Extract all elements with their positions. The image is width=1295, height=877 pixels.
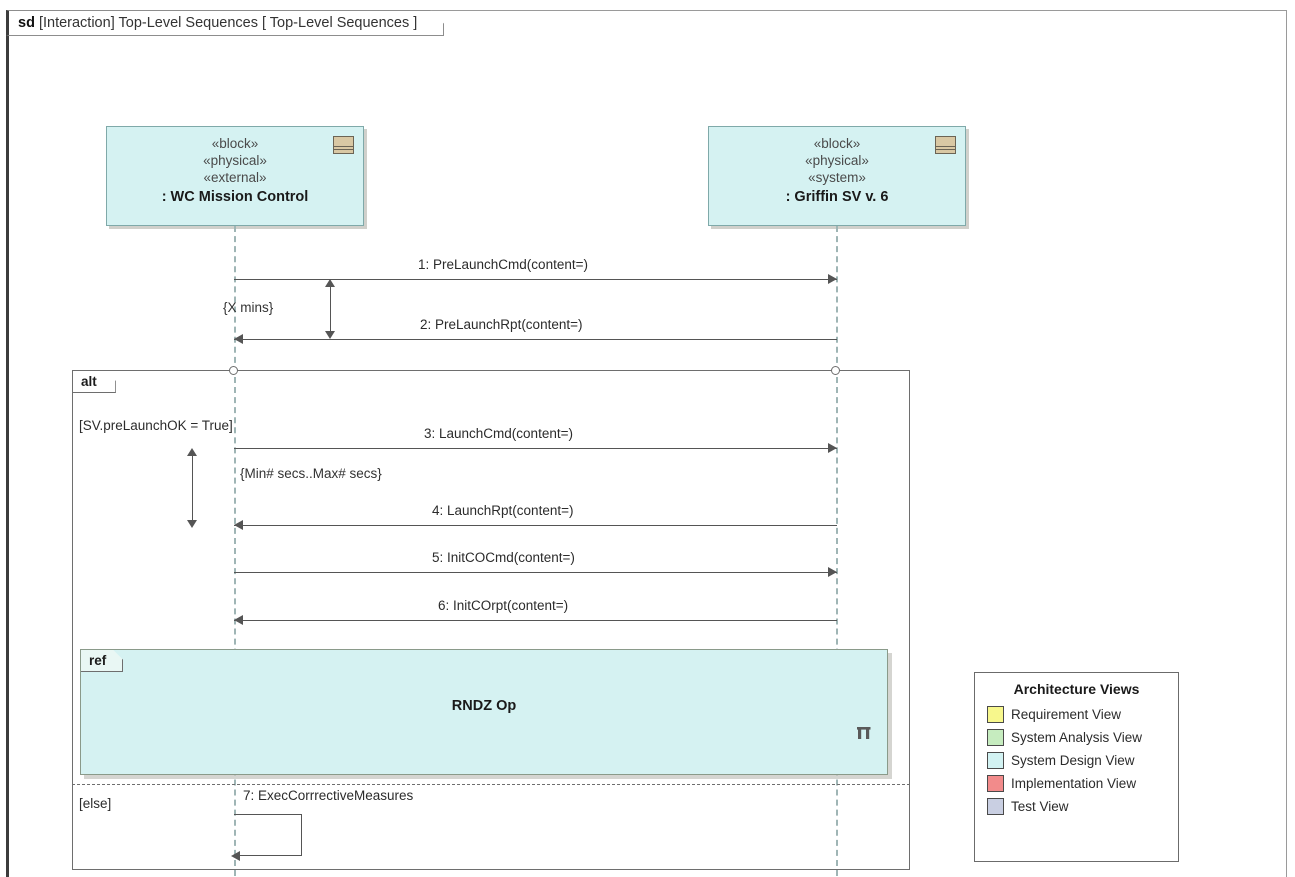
block-icon: [333, 136, 354, 154]
guard-condition-true: [SV.preLaunchOK = True]: [79, 418, 233, 433]
legend-item-requirement-view[interactable]: Requirement View: [987, 703, 1166, 726]
fragment-operator-ref: ref: [81, 650, 123, 672]
legend-architecture-views: Architecture Views Requirement View Syst…: [974, 672, 1179, 862]
diagram-type: [Interaction]: [38, 15, 115, 31]
self-message-arrowhead-7: [231, 851, 240, 861]
duration-line-2: [192, 453, 193, 521]
message-label-7: 7: ExecCorrrectiveMeasures: [243, 788, 414, 803]
lifeline-name-griffin-sv: : Griffin SV v. 6: [785, 189, 889, 205]
message-arrow-6[interactable]: [234, 620, 837, 621]
interaction-use-rndz-op[interactable]: ref RNDZ Op: [80, 649, 888, 775]
duration-label-x-mins: {X mins}: [223, 300, 274, 315]
self-message-arrow-7[interactable]: [234, 814, 302, 856]
legend-item-system-analysis-view[interactable]: System Analysis View: [987, 726, 1166, 749]
legend-swatch-test-view: [987, 798, 1004, 815]
lifeline-stereotype-block: «block»: [211, 136, 259, 151]
legend-swatch-system-design-view: [987, 752, 1004, 769]
duration-cap-top-2: [187, 448, 197, 456]
lifeline-stereotype-external: «external»: [203, 170, 267, 185]
message-label-3: 3: LaunchCmd(content=): [424, 426, 573, 441]
duration-line-1: [330, 284, 331, 332]
message-arrowhead-6: [234, 615, 243, 625]
legend-label-requirement-view: Requirement View: [1011, 707, 1122, 722]
lifeline-stereotype-block: «block»: [813, 136, 861, 151]
legend-swatch-system-analysis-view: [987, 729, 1004, 746]
duration-cap-bottom-1: [325, 331, 335, 339]
gate-griffin: [831, 366, 840, 375]
message-label-6: 6: InitCOrpt(content=): [438, 598, 569, 613]
duration-label-min-max-secs: {Min# secs..Max# secs}: [240, 466, 382, 481]
message-arrow-1[interactable]: [234, 279, 837, 280]
message-arrowhead-3: [828, 443, 837, 453]
combined-fragment-alt[interactable]: alt: [72, 370, 910, 870]
message-label-1: 1: PreLaunchCmd(content=): [418, 257, 588, 272]
message-arrowhead-4: [234, 520, 243, 530]
message-label-5: 5: InitCOCmd(content=): [432, 550, 575, 565]
legend-label-test-view: Test View: [1011, 799, 1069, 814]
legend-label-system-design-view: System Design View: [1011, 753, 1135, 768]
duration-cap-top-1: [325, 279, 335, 287]
guard-condition-else: [else]: [79, 796, 112, 811]
diagram-header-tab: sd [Interaction] Top-Level Sequences [ T…: [6, 10, 444, 36]
fragment-operator-alt: alt: [73, 371, 116, 393]
lifeline-head-griffin-sv[interactable]: «block» «physical» «system» : Griffin SV…: [708, 126, 966, 226]
lifeline-stereotype-system: «system»: [808, 170, 866, 185]
message-arrow-3[interactable]: [234, 448, 837, 449]
sequence-diagram-icon: [855, 724, 873, 742]
message-arrow-2[interactable]: [234, 339, 837, 340]
message-arrowhead-2: [234, 334, 243, 344]
fragment-divider-else: [72, 784, 910, 785]
lifeline-name-wc-mission-control: : WC Mission Control: [161, 189, 309, 205]
message-arrow-4[interactable]: [234, 525, 837, 526]
duration-cap-bottom-2: [187, 520, 197, 528]
interaction-use-title: RNDZ Op: [451, 698, 517, 714]
legend-swatch-implementation-view: [987, 775, 1004, 792]
message-arrowhead-1: [828, 274, 837, 284]
legend-swatch-requirement-view: [987, 706, 1004, 723]
legend-item-test-view[interactable]: Test View: [987, 795, 1166, 818]
lifeline-head-wc-mission-control[interactable]: «block» «physical» «external» : WC Missi…: [106, 126, 364, 226]
legend-item-system-design-view[interactable]: System Design View: [987, 749, 1166, 772]
message-arrowhead-5: [828, 567, 837, 577]
message-label-4: 4: LaunchRpt(content=): [432, 503, 574, 518]
gate-wc: [229, 366, 238, 375]
diagram-name-suffix: [ Top-Level Sequences ]: [262, 15, 418, 31]
lifeline-stereotype-physical: «physical»: [805, 153, 869, 168]
lifeline-griffin-sv: [836, 226, 838, 876]
message-label-2: 2: PreLaunchRpt(content=): [420, 317, 583, 332]
lifeline-wc-mission-control: [234, 226, 236, 876]
legend-item-implementation-view[interactable]: Implementation View: [987, 772, 1166, 795]
lifeline-stereotype-physical: «physical»: [203, 153, 267, 168]
block-icon: [935, 136, 956, 154]
legend-label-implementation-view: Implementation View: [1011, 776, 1137, 791]
diagram-kind: sd: [18, 15, 35, 31]
message-arrow-5[interactable]: [234, 572, 837, 573]
legend-label-system-analysis-view: System Analysis View: [1011, 730, 1143, 745]
diagram-name: Top-Level Sequences: [118, 15, 258, 31]
legend-title: Architecture Views: [1013, 681, 1140, 697]
